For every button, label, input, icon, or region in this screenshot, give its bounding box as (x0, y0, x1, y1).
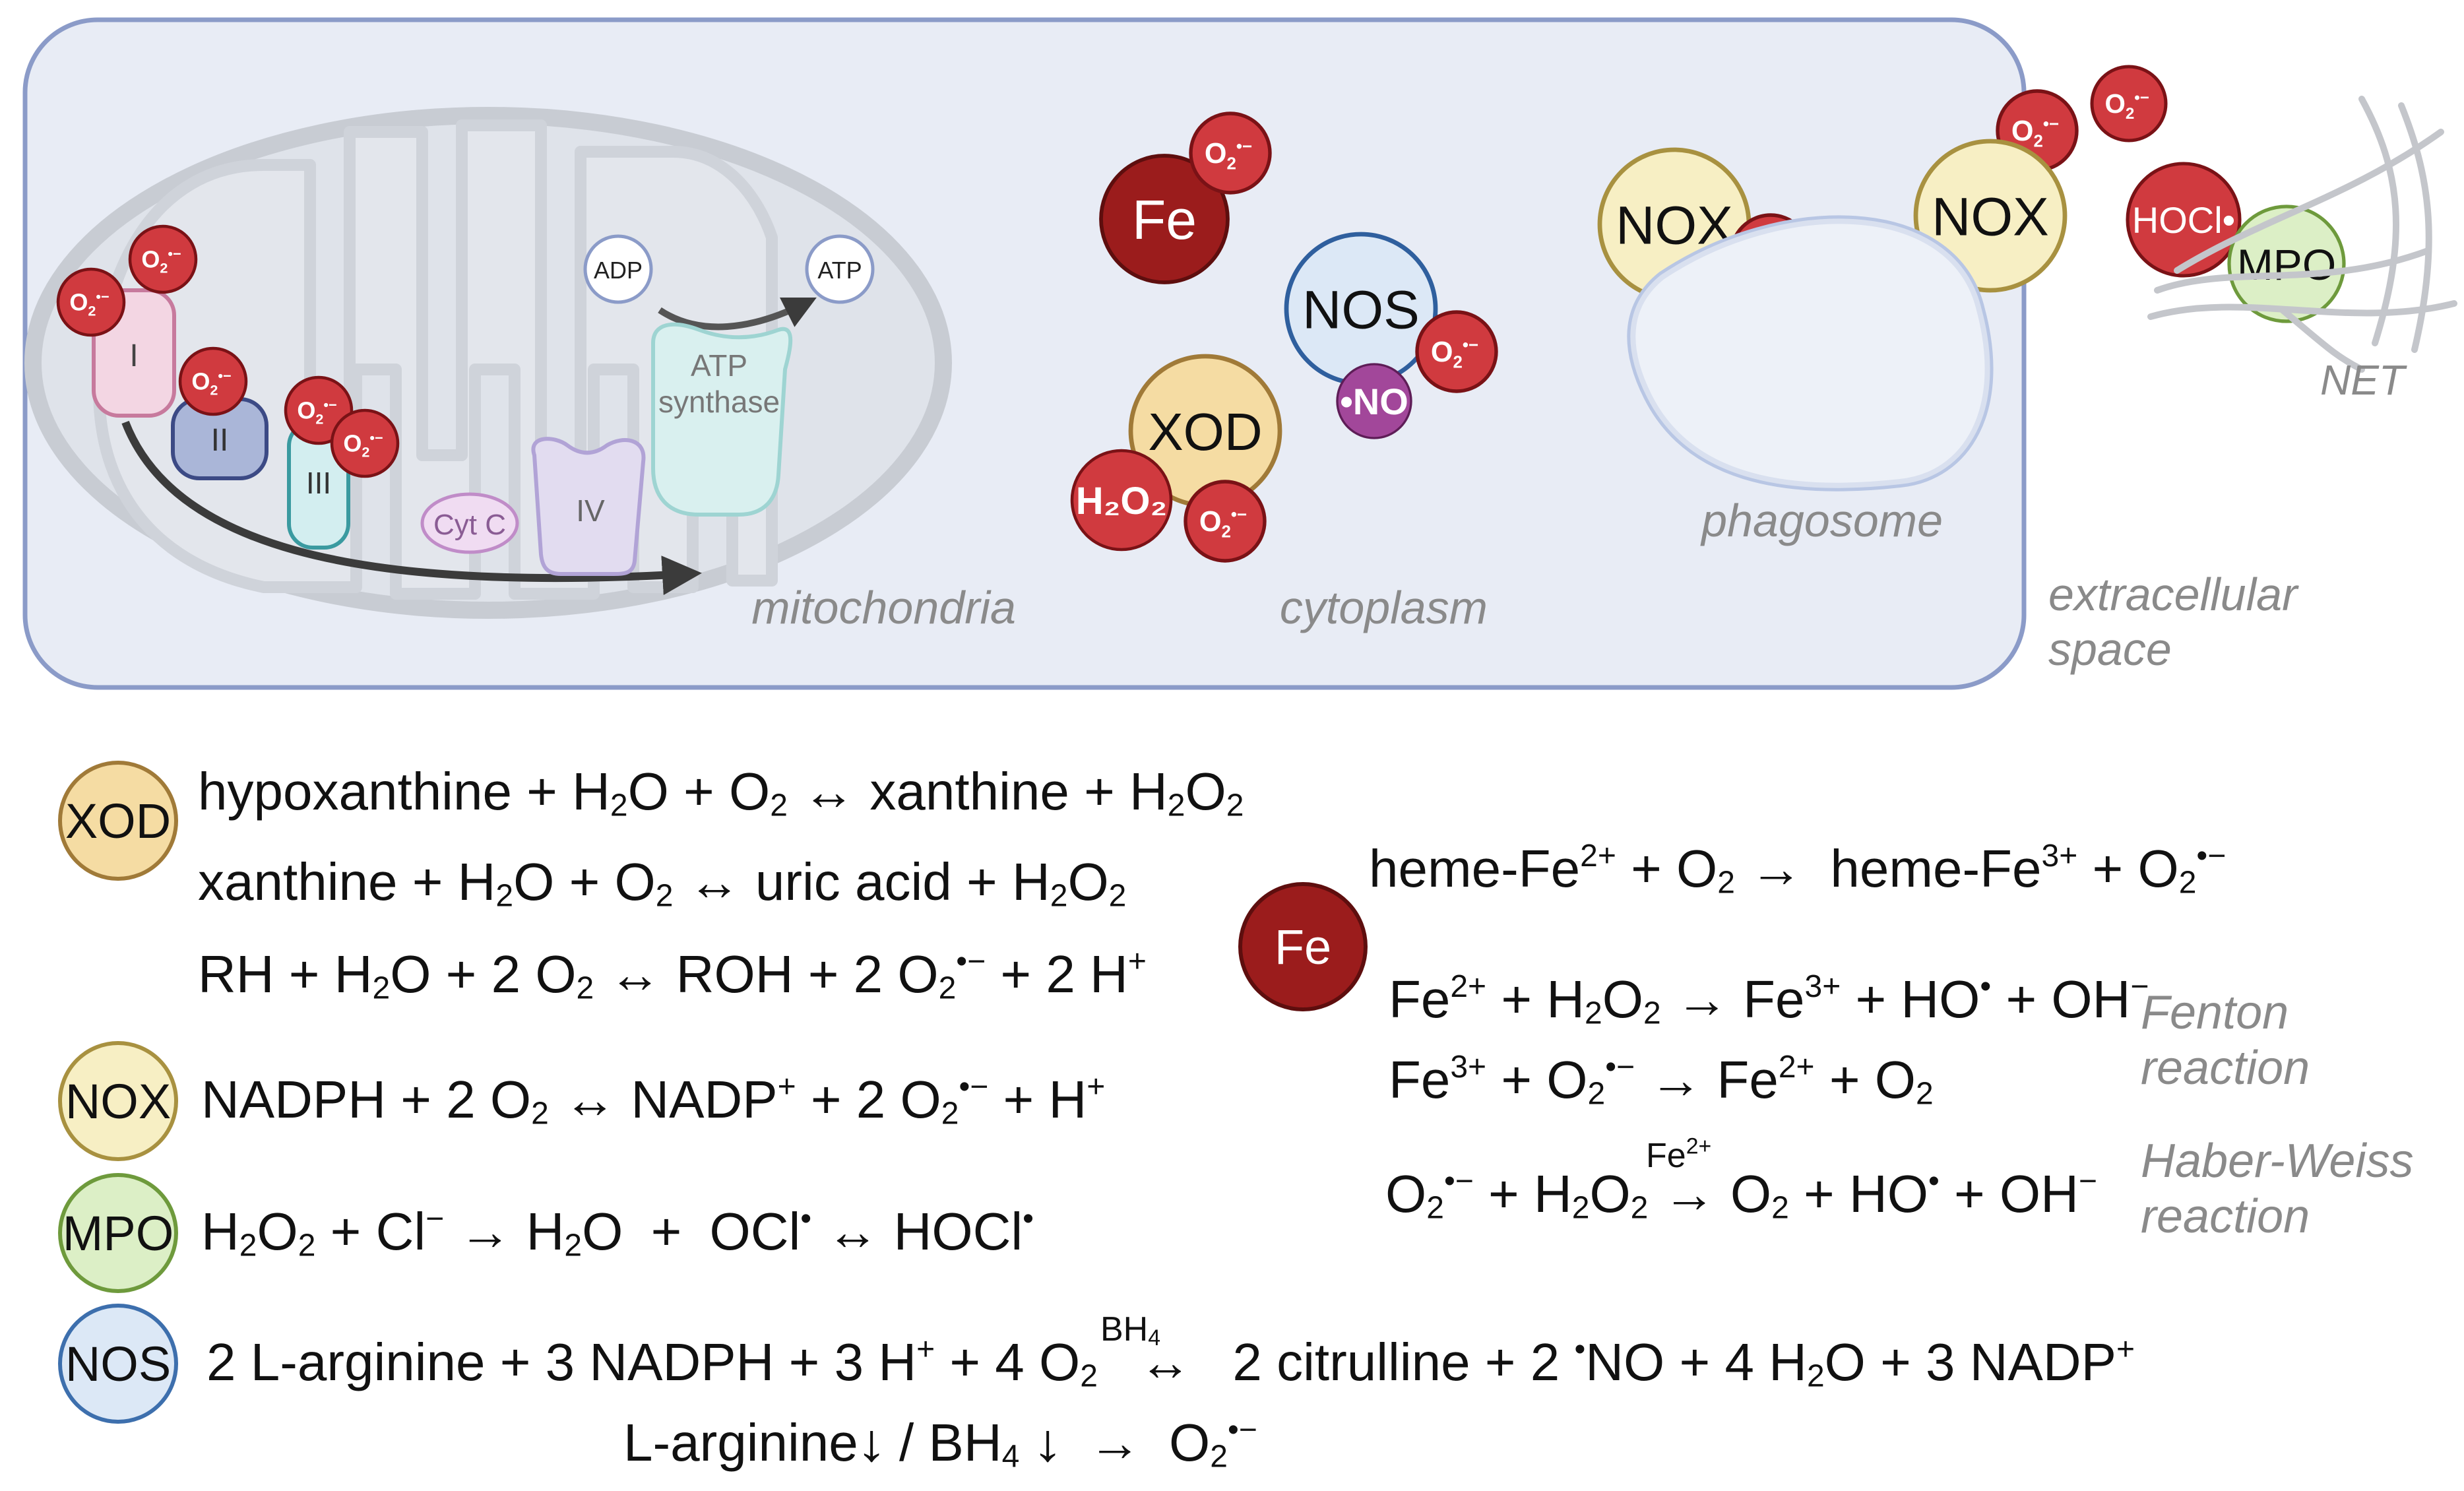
atp-molecule: ATP (805, 234, 875, 304)
complex-ii: II (171, 397, 269, 480)
superoxide-icon: O2•− (1189, 111, 1272, 195)
haber-weiss-reaction-label: Haber-Weiss reaction (2141, 1135, 2414, 1243)
legend-fe: Fe (1238, 882, 1368, 1011)
svg-text:HOCl•: HOCl• (2132, 199, 2236, 241)
nox-icon: NOX (1913, 139, 2068, 293)
svg-text:O2•−: O2•− (1199, 506, 1247, 542)
extracellular-label-line1: extracellular (2048, 569, 2299, 620)
equation-xod-3: RH + H2O + 2 O2 ↔ ROH + 2 O2•− + 2 H+ (198, 943, 1147, 1006)
complex-iv: IV (531, 437, 646, 576)
superoxide-icon: O2•− (1415, 310, 1498, 393)
legend-nos: NOS (58, 1304, 178, 1424)
superoxide-icon: O2•− (178, 346, 248, 416)
svg-text:NOS: NOS (1302, 280, 1420, 340)
svg-text:O2•−: O2•− (297, 397, 336, 428)
equation-nos-2: L-arginine↓ / BH4 ↓ → O2•− (623, 1412, 1257, 1475)
svg-text:•NO: •NO (1340, 381, 1408, 422)
equation-fe-1: heme-Fe2+ + O2 → heme-Fe3+ + O2•− (1369, 838, 2227, 901)
svg-text:ATP: ATP (691, 348, 747, 383)
net-label: NET (2320, 356, 2407, 404)
svg-text:O2•−: O2•− (2011, 115, 2059, 151)
mitochondria-label: mitochondria (751, 582, 1016, 633)
svg-text:O2•−: O2•− (191, 367, 231, 398)
fenton-reaction-label: Fenton reaction (2141, 986, 2310, 1094)
svg-text:II: II (211, 423, 229, 458)
nos-icon: NOS (1284, 232, 1438, 386)
fe-icon: Fe (1099, 154, 1230, 284)
adp-molecule: ADP (583, 234, 653, 304)
svg-text:O2•−: O2•− (2104, 88, 2149, 123)
svg-text:I: I (129, 338, 138, 373)
svg-text:O2•−: O2•− (1431, 336, 1478, 372)
svg-text:III: III (306, 466, 331, 500)
equation-fe-3: Fe3+ + O2•− → Fe2+ + O2 (1389, 1049, 1934, 1112)
cytoplasm-label: cytoplasm (1280, 582, 1488, 633)
svg-text:O2•−: O2•− (69, 288, 109, 319)
equation-fe-2: Fe2+ + H2O2 → Fe3+ + HO• + OH− (1389, 968, 2149, 1031)
superoxide-icon: O2•− (2090, 65, 2168, 143)
equation-nox-1: NADPH + 2 O2 ↔ NADP+ + 2 O2•− + H+ (201, 1069, 1106, 1131)
svg-text:O2•−: O2•− (141, 245, 181, 276)
atp-synthase: ATP synthase (651, 322, 793, 517)
svg-text:H₂O₂: H₂O₂ (1076, 480, 1168, 523)
adp-atp-arrow (658, 298, 817, 331)
equation-fe-4: O2•− + H2O2 → O2 + HO• + OH− (1385, 1163, 2097, 1226)
legend-mpo: MPO (58, 1173, 178, 1293)
superoxide-icon: O2•− (56, 267, 126, 337)
nitric-oxide-icon: •NO (1336, 363, 1412, 439)
hocl-icon: HOCl• (2126, 162, 2242, 278)
svg-text:O2•−: O2•− (343, 429, 383, 460)
legend-xod: XOD (58, 761, 178, 881)
equation-xod-2: xanthine + H2O + O2 ↔ uric acid + H2O2 (198, 852, 1127, 914)
superoxide-icon: O2•− (330, 408, 400, 478)
legend-nox: NOX (58, 1041, 178, 1161)
xod-icon: XOD (1128, 354, 1282, 508)
superoxide-icon: O2•− (1184, 480, 1267, 563)
svg-text:synthase: synthase (658, 385, 780, 419)
svg-text:MPO: MPO (2237, 240, 2336, 289)
electron-flow-arrow (121, 420, 702, 596)
svg-text:ATP: ATP (817, 257, 862, 284)
net-fibers (2147, 96, 2457, 373)
svg-text:IV: IV (576, 493, 605, 528)
svg-text:XOD: XOD (1148, 402, 1262, 461)
mpo-icon: MPO (2227, 205, 2346, 323)
bh4-cofactor-label: BH4 (1100, 1310, 1161, 1350)
svg-text:Fe: Fe (1132, 189, 1197, 251)
h2o2-icon: H₂O₂ (1070, 449, 1173, 552)
cytochrome-c: Cyt C (420, 492, 519, 554)
superoxide-icon: O2•− (128, 224, 198, 294)
phagosome-label: phagosome (1700, 495, 1943, 546)
phagosome-lumen (1630, 218, 1990, 488)
equation-xod-1: hypoxanthine + H2O + O2 ↔ xanthine + H2O… (198, 762, 1244, 823)
svg-text:NOX: NOX (1932, 187, 2049, 247)
svg-text:ADP: ADP (594, 257, 643, 284)
svg-text:O2•−: O2•− (1205, 138, 1252, 174)
extracellular-label-line2: space (2048, 623, 2172, 675)
svg-text:Cyt C: Cyt C (433, 509, 506, 541)
equation-nos-1: 2 L-arginine + 3 NADPH + 3 H+ + 4 O2 ↔ 2… (206, 1331, 2135, 1394)
fe-catalyst-label: Fe2+ (1646, 1133, 1712, 1175)
equation-mpo-1: H2O2 + Cl− → H2O + OCl• ↔ HOCl• (201, 1201, 1034, 1263)
